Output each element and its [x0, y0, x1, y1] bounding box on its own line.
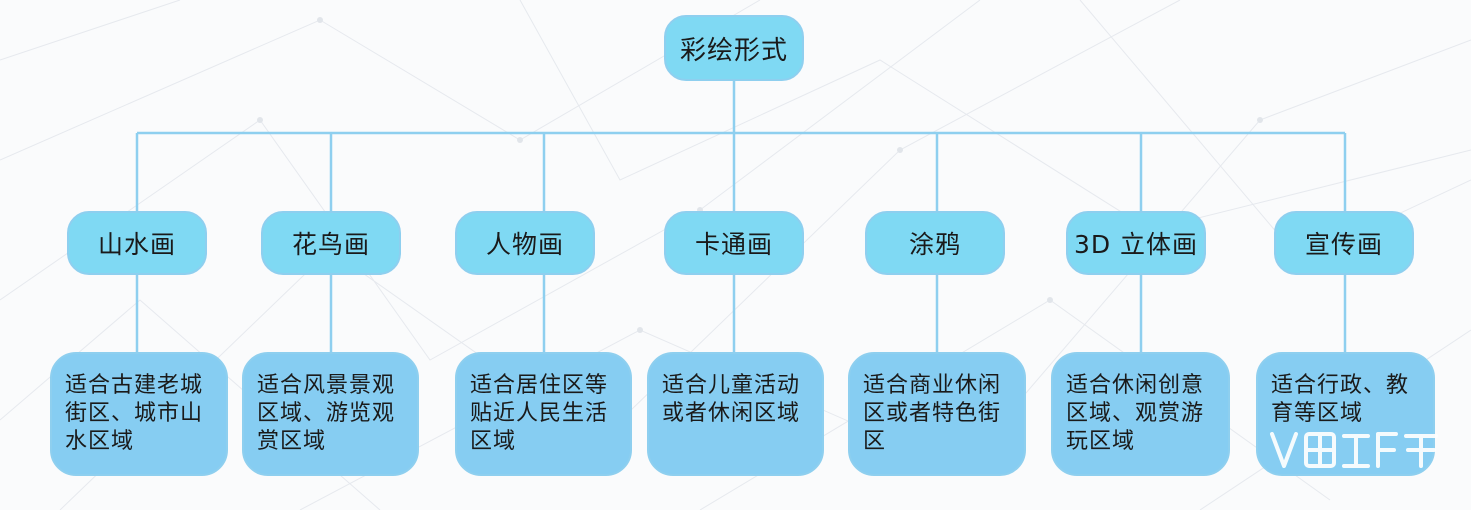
description-box: 适合风景景观区域、游览观赏区域 [242, 352, 419, 476]
root-node: 彩绘形式 [664, 15, 804, 81]
description-box: 适合古建老城街区、城市山水区域 [50, 352, 228, 476]
description-box: 适合行政、教育等区域 [1256, 352, 1435, 476]
description-box: 适合商业休闲区或者特色街区 [848, 352, 1026, 476]
category-node: 人物画 [455, 211, 595, 275]
category-node: 3D 立体画 [1066, 211, 1206, 275]
category-node: 宣传画 [1274, 211, 1414, 275]
watermark-logo [1270, 432, 1438, 468]
description-box: 适合居住区等贴近人民生活区域 [455, 352, 632, 476]
category-node: 花鸟画 [261, 211, 401, 275]
category-node: 山水画 [67, 211, 207, 275]
category-node: 卡通画 [664, 211, 804, 275]
description-box: 适合休闲创意区域、观赏游玩区域 [1051, 352, 1230, 476]
description-box: 适合儿童活动或者休闲区域 [647, 352, 824, 476]
category-node: 涂鸦 [865, 211, 1005, 275]
